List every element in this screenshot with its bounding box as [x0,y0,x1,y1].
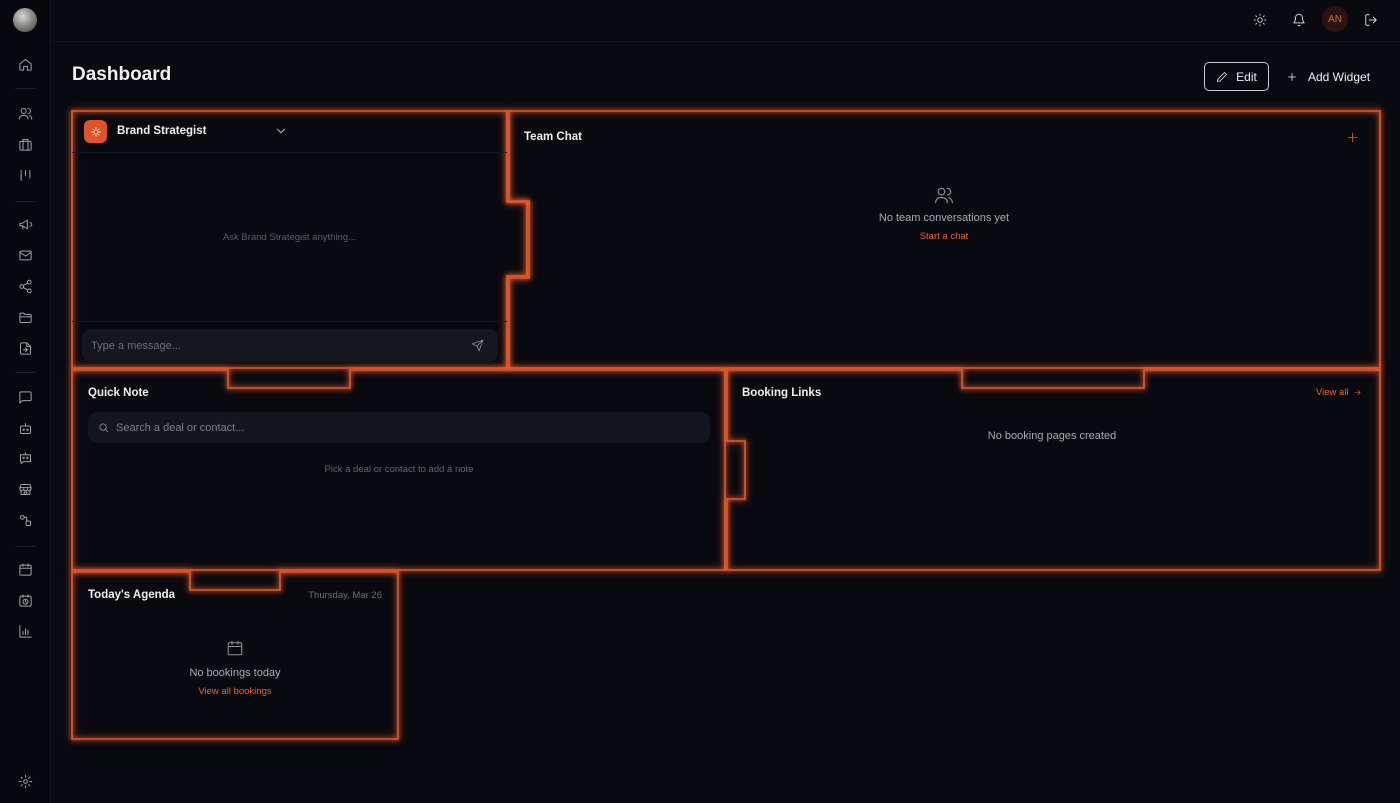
brand-strategist-avatar-icon [84,120,107,143]
user-avatar[interactable]: AN [1322,6,1348,32]
sidebar [0,0,51,803]
app-logo[interactable] [13,8,37,32]
nav-divider [15,88,35,89]
bot-icon[interactable] [13,416,37,440]
settings-icon[interactable] [13,769,37,793]
view-all-label: View all [1316,387,1349,398]
home-icon[interactable] [13,52,37,76]
chevron-down-icon[interactable] [274,124,288,138]
brand-strategist-hint: Ask Brand Strategist anything... [222,232,357,243]
briefcase-icon[interactable] [13,132,37,156]
users-icon [934,185,954,205]
quick-note-hint: Pick a deal or contact to add a note [324,464,474,475]
chat-icon[interactable] [13,385,37,409]
edit-button-label: Edit [1236,69,1257,84]
brand-strategist-title[interactable]: Brand Strategist [117,125,207,137]
view-all-link[interactable]: View all [1316,387,1362,398]
agenda-empty-text: No bookings today [189,667,281,679]
integrations-icon[interactable] [13,508,37,532]
theme-toggle-icon[interactable] [1247,7,1273,33]
team-chat-empty-text: No team conversations yet [878,212,1010,224]
arrow-right-icon [1354,389,1361,396]
quick-note-title: Quick Note [88,387,149,399]
bot-chat-icon[interactable] [13,446,37,470]
send-icon[interactable] [471,339,485,353]
logout-icon[interactable] [1358,7,1384,33]
top-bar [52,0,1400,42]
chart-icon[interactable] [13,619,37,643]
calendar-clock-icon[interactable] [13,588,37,612]
start-chat-link[interactable]: Start a chat [919,231,969,242]
booking-links-title: Booking Links [742,387,822,399]
store-icon[interactable] [13,477,37,501]
divider [72,321,507,322]
share-icon[interactable] [13,274,37,298]
nav-divider [15,546,35,547]
agenda-date: Thursday, Mar 26 [308,590,382,601]
calendar-icon[interactable] [13,557,37,581]
search-input[interactable] [116,412,696,443]
divider [72,152,507,153]
file-import-icon[interactable] [13,336,37,360]
add-widget-label: Add Widget [1308,69,1371,84]
mail-icon[interactable] [13,243,37,267]
bell-icon[interactable] [1286,7,1312,33]
page-title: Dashboard [72,64,172,85]
booking-links-empty-text: No booking pages created [987,430,1117,442]
new-chat-plus-icon[interactable] [1346,131,1359,144]
quick-note-search [88,412,710,443]
pencil-icon [1217,71,1228,82]
plus-icon [1288,72,1296,81]
folder-icon[interactable] [13,305,37,329]
nav-divider [15,372,35,373]
add-widget-button[interactable]: Add Widget [1286,62,1370,91]
view-all-bookings-link[interactable]: View all bookings [198,686,272,697]
message-input[interactable] [82,329,498,362]
calendar-icon [226,639,244,657]
team-chat-title: Team Chat [524,131,582,143]
nav-divider [15,201,35,202]
search-icon [99,423,108,432]
megaphone-icon[interactable] [13,212,37,236]
users-icon[interactable] [13,101,37,125]
agenda-title: Today's Agenda [88,589,176,601]
edit-button[interactable]: Edit [1204,62,1269,91]
pipeline-icon[interactable] [13,163,37,187]
